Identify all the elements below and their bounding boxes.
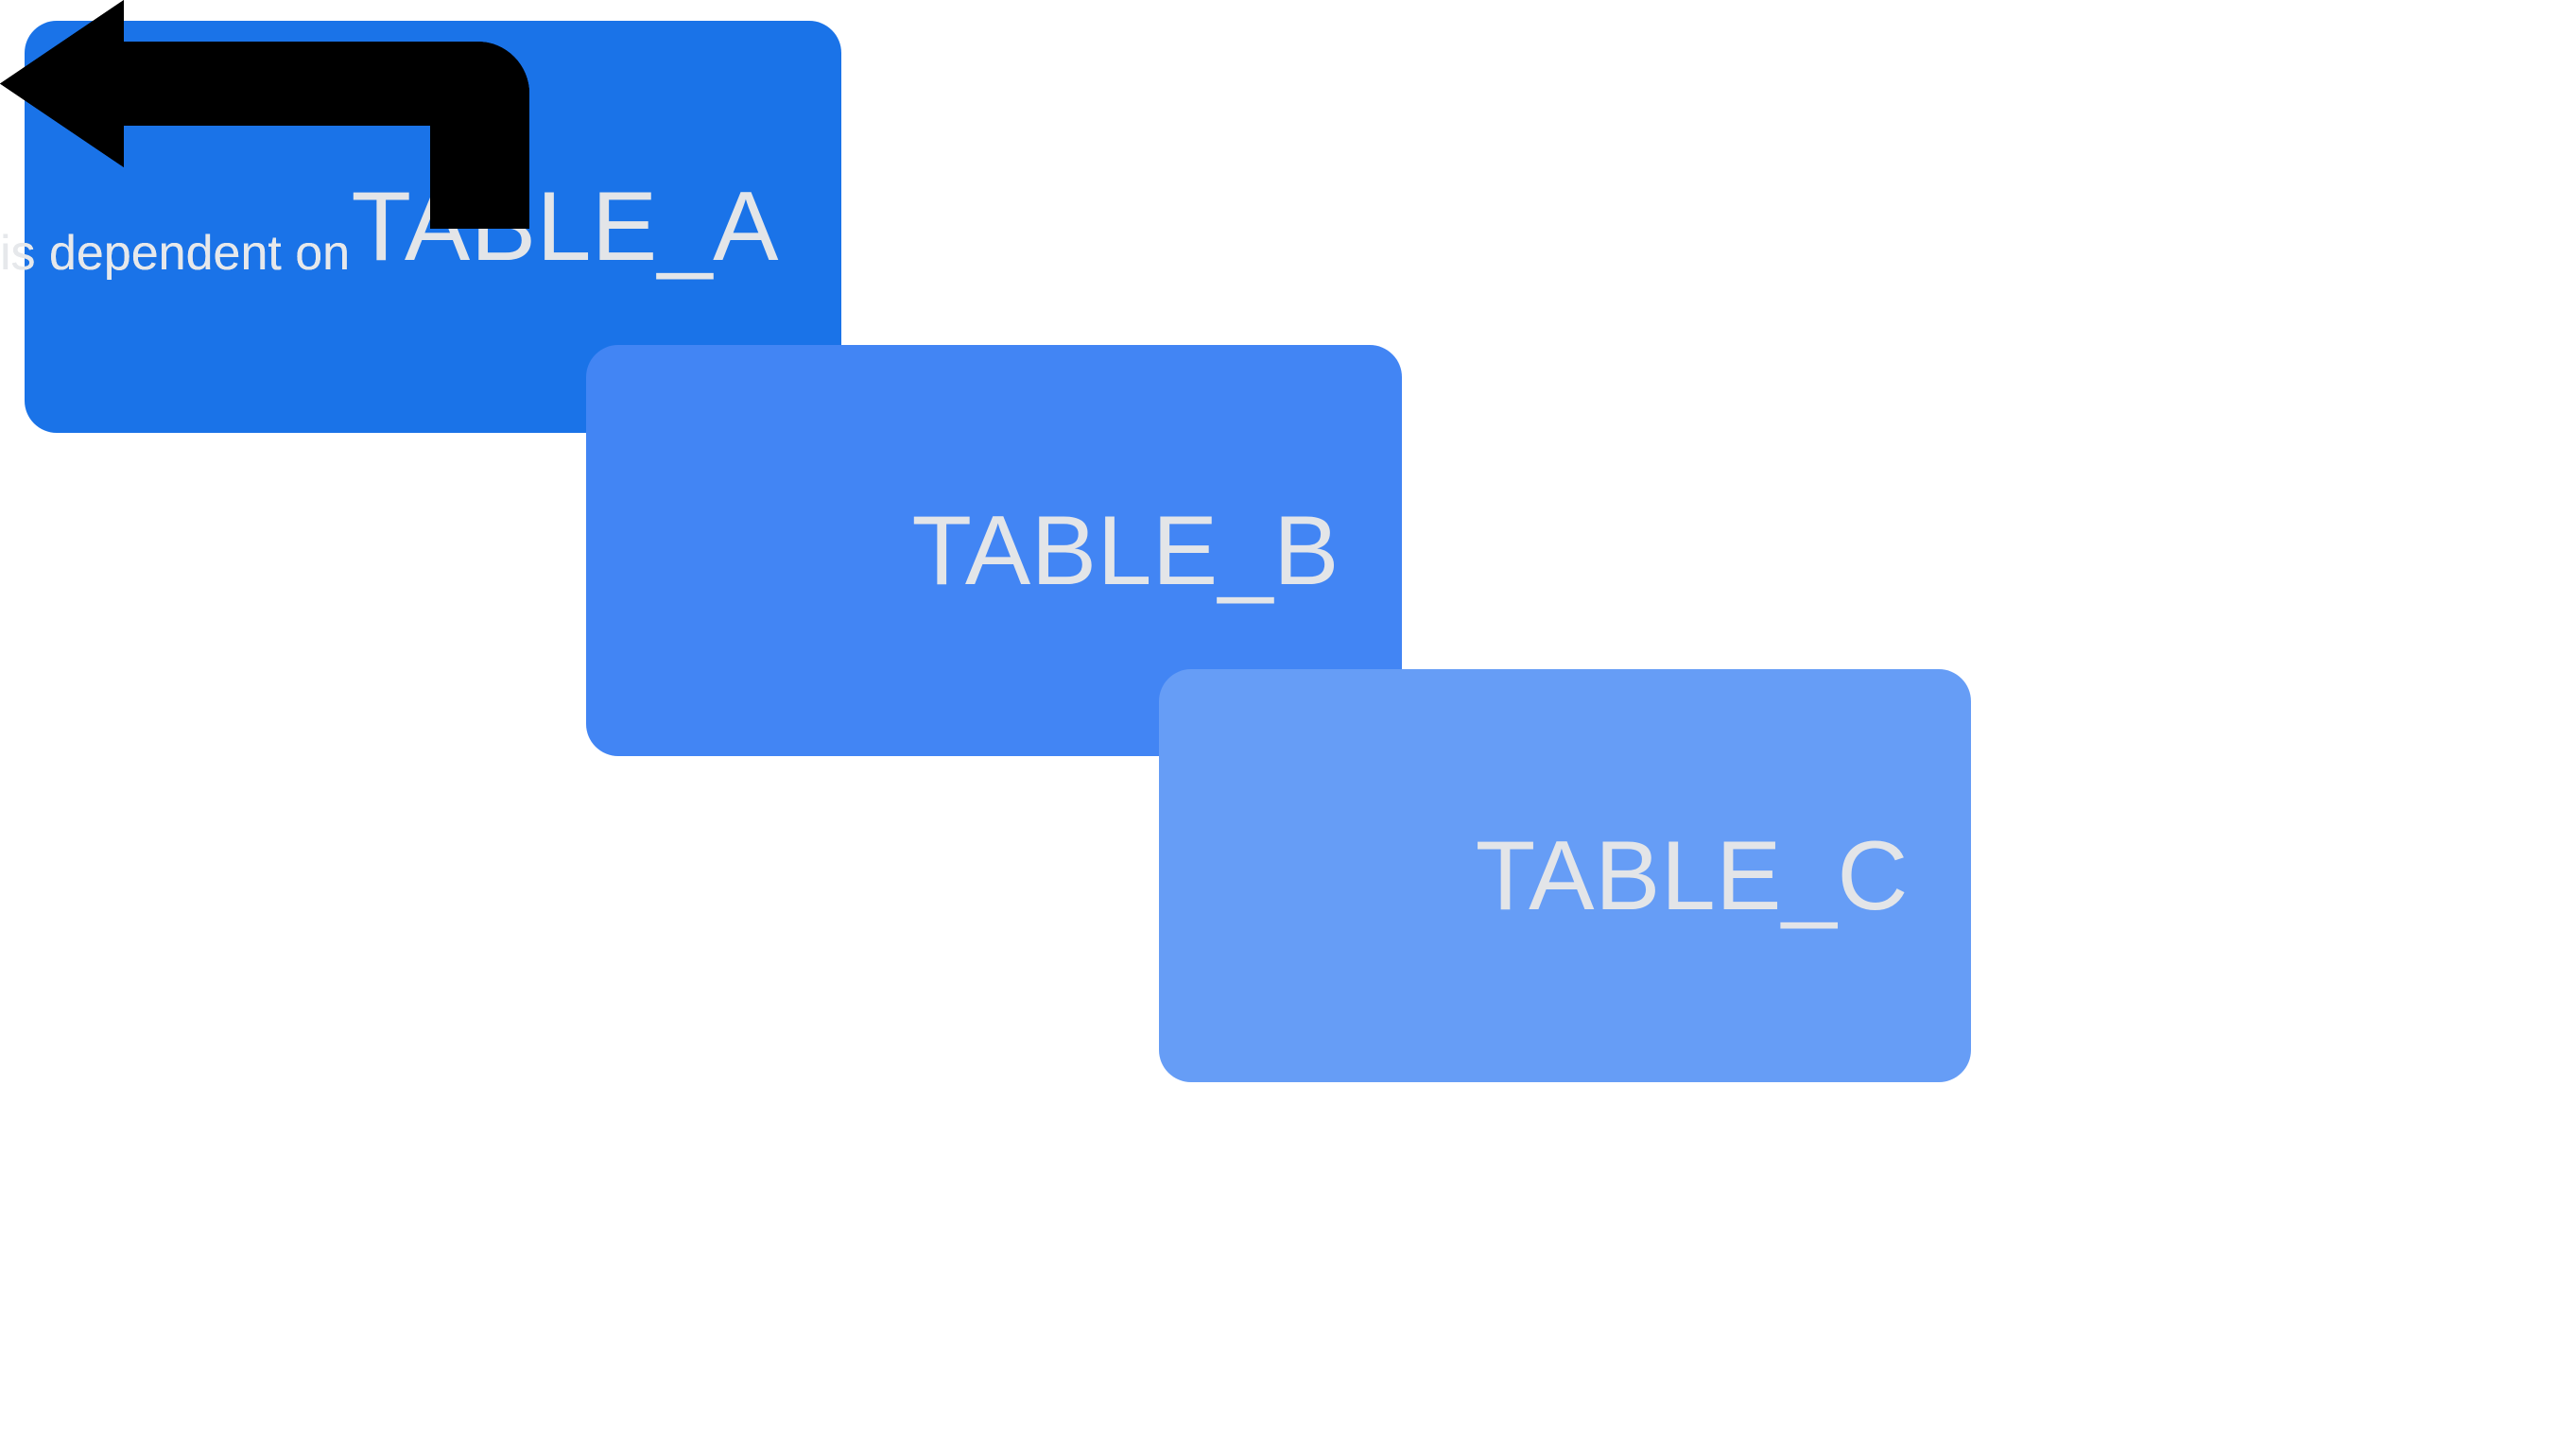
node-table-a-label: TABLE_A: [351, 172, 779, 282]
node-table-b-label: TABLE_B: [911, 495, 1340, 606]
node-table-c-label: TABLE_C: [1475, 820, 1909, 931]
connector-table-d-to-table-c[interactable]: is dependent on: [0, 0, 529, 278]
node-table-c[interactable]: TABLE_C: [1159, 669, 1971, 1082]
arrow-is-dependent-on-icon: [0, 0, 529, 229]
